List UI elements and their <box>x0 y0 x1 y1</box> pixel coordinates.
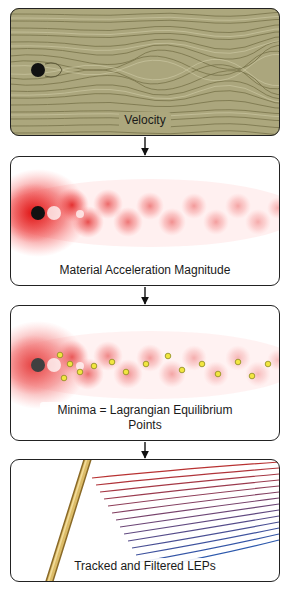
streamline <box>10 91 280 104</box>
lep-track <box>132 522 279 548</box>
panel-box: Tracked and Filtered LEPs <box>10 459 280 582</box>
streamlines <box>10 12 280 135</box>
streamline <box>10 16 280 20</box>
lep-dot <box>215 371 221 377</box>
streamline <box>10 100 280 108</box>
flow-arrow <box>144 137 145 155</box>
lep-track <box>124 510 279 534</box>
streamlines-light <box>10 16 280 117</box>
panel-box: Velocity <box>10 8 280 136</box>
lep-track <box>120 504 279 527</box>
panel-box: Minima = Lagrangian Equilibrium Points <box>10 305 280 441</box>
streamline <box>10 40 280 53</box>
streamline <box>10 71 280 95</box>
acceleration-blobs <box>10 169 280 257</box>
lep-dot <box>143 361 149 367</box>
panel-box: Material Acceleration Magnitude <box>10 156 280 286</box>
lep-dot <box>199 361 205 367</box>
panel-label: Tracked and Filtered LEPs <box>69 558 221 575</box>
lep-dot <box>235 359 241 365</box>
lep-dot <box>91 363 97 369</box>
lep-dot <box>57 352 63 358</box>
tracked-leps <box>10 459 280 582</box>
lep-track <box>116 498 279 520</box>
lep-track <box>112 492 279 513</box>
equilibrium-points <box>57 352 271 381</box>
lep-dot <box>179 367 185 373</box>
cylinder <box>31 63 45 77</box>
panel-label: Material Acceleration Magnitude <box>55 262 236 279</box>
streamline <box>10 12 280 16</box>
flow-arrow <box>144 442 145 458</box>
streamline <box>10 85 280 102</box>
wake-vortex <box>45 63 62 77</box>
velocity-field <box>10 8 280 136</box>
lep-dot <box>165 353 171 359</box>
lep-track <box>136 528 279 555</box>
lep-dot <box>123 369 129 375</box>
lep-dot <box>265 361 271 367</box>
streamline <box>10 28 280 36</box>
flow-arrow <box>144 287 145 304</box>
streamline <box>10 54 280 80</box>
lep-tracks <box>92 462 279 569</box>
lep-dot <box>77 369 83 375</box>
streamline <box>10 59 280 85</box>
panel-label: Minima = Lagrangian Equilibrium Points <box>40 402 250 434</box>
lep-dot <box>67 361 73 367</box>
field-ground <box>10 459 280 582</box>
acceleration-field <box>10 156 280 286</box>
lep-dot <box>61 375 67 381</box>
minima-field <box>10 305 280 441</box>
lep-dot <box>249 373 255 379</box>
acceleration-blobs <box>10 321 280 409</box>
lep-track <box>128 516 279 541</box>
streamline <box>10 45 280 69</box>
lep-dot <box>109 359 115 365</box>
streamline <box>10 131 280 135</box>
panel-label: Velocity <box>119 112 170 129</box>
